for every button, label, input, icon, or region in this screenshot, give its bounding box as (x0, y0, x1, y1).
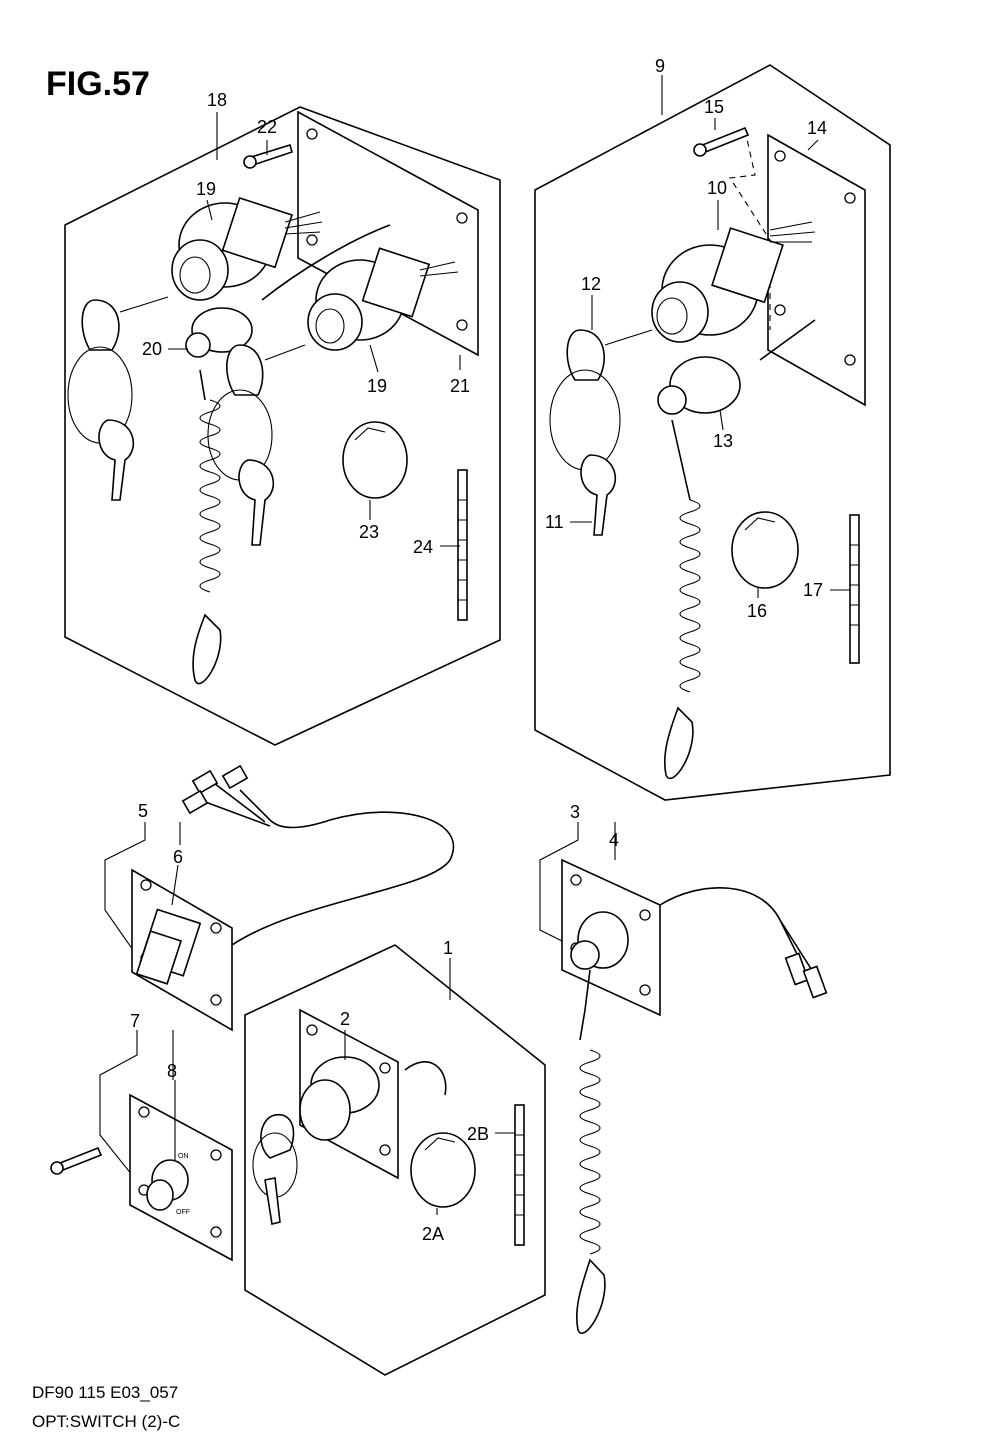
lanyard-clip-3 (575, 1258, 606, 1334)
callout-6: 6 (173, 847, 183, 867)
cable-tie-17 (849, 514, 860, 664)
key-18-right (225, 344, 264, 396)
callout-24: 24 (413, 537, 433, 557)
callout-17: 17 (803, 580, 823, 600)
lanyard-clip-9 (663, 706, 694, 779)
cap-16 (731, 511, 799, 589)
callout-3: 3 (570, 802, 580, 822)
callout-16: 16 (747, 601, 767, 621)
callout-1: 1 (443, 938, 453, 958)
figure-title: FIG.57 (46, 65, 150, 103)
cap-2a (410, 1132, 476, 1208)
callout-14: 14 (807, 118, 827, 138)
cable-tie-24 (457, 469, 468, 621)
key-12 (566, 329, 606, 381)
callout-2b: 2B (467, 1124, 489, 1144)
group-18-outline (64, 106, 501, 746)
diagram-caption: OPT:SWITCH (2)-C (32, 1412, 180, 1431)
panel-21 (297, 110, 479, 357)
group-9-single-key-switch (534, 64, 891, 801)
callout-19-upper: 19 (196, 179, 216, 199)
callout-11: 11 (545, 512, 564, 532)
group-7-rotary-switch: ON OFF (50, 1030, 233, 1262)
screw-15 (698, 126, 750, 155)
group-5-toggle-switch (104, 764, 455, 1032)
group-3-stop-switch (539, 822, 828, 1334)
callout-19-lower: 19 (367, 376, 387, 396)
group-1-outline (244, 944, 546, 1376)
callout-22: 22 (257, 117, 277, 137)
cap-23 (342, 421, 408, 499)
key-18-left (81, 299, 120, 351)
group-1-key-switch (244, 944, 546, 1376)
callout-20: 20 (142, 339, 162, 359)
label-off: OFF (176, 1209, 190, 1216)
callout-13: 13 (713, 431, 733, 451)
callout-9: 9 (655, 56, 665, 76)
callout-21: 21 (450, 376, 470, 396)
callout-4: 4 (609, 830, 619, 850)
stop-switch-13 (669, 356, 741, 414)
key-11 (580, 454, 617, 536)
callout-18: 18 (207, 90, 227, 110)
callout-5: 5 (138, 801, 148, 821)
callout-15: 15 (704, 97, 724, 117)
callout-12: 12 (581, 274, 601, 294)
lanyard-clip-18 (192, 613, 222, 685)
label-on: ON (178, 1153, 189, 1160)
callout-2: 2 (340, 1009, 350, 1029)
callout-10: 10 (707, 178, 727, 198)
callout-2a: 2A (422, 1224, 444, 1244)
group-9-outline (534, 64, 891, 801)
diagram-code: DF90 115 E03_057 (32, 1383, 178, 1402)
group-18-dual-key-switch (64, 106, 501, 746)
callout-8: 8 (167, 1061, 177, 1081)
callout-23: 23 (359, 522, 379, 542)
callout-7: 7 (130, 1011, 140, 1031)
